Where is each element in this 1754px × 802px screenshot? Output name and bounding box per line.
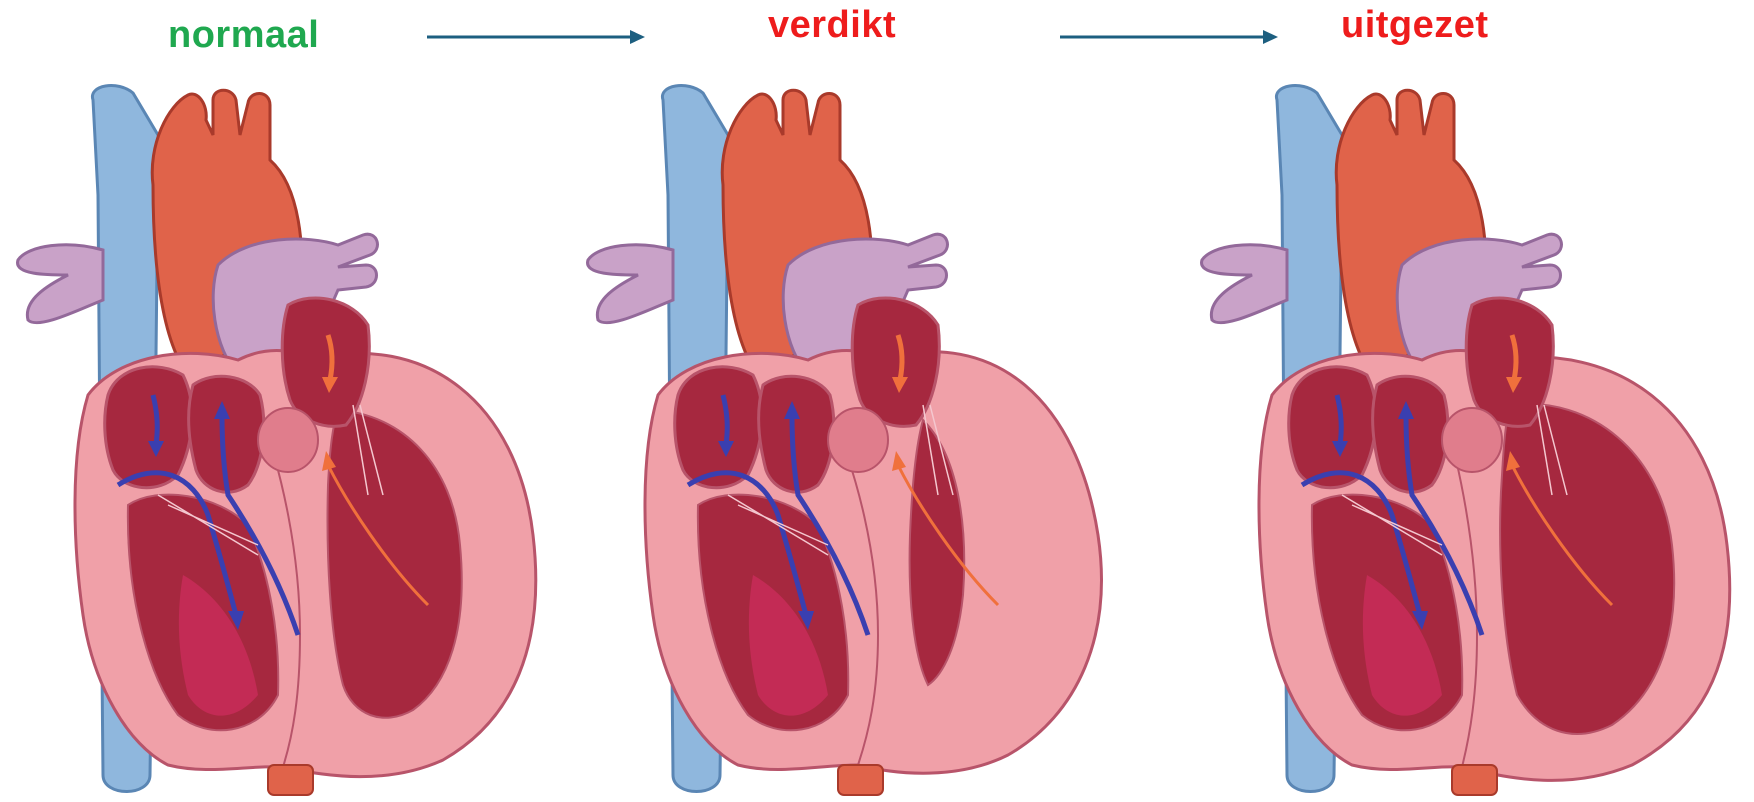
progression-arrow-1	[427, 27, 647, 47]
heart-normal-illustration	[8, 75, 568, 800]
progression-arrow-2	[1060, 27, 1280, 47]
heart-dilated-illustration	[1192, 75, 1752, 800]
stage-label-dilated: uitgezet	[1341, 4, 1489, 47]
heart-thickened-illustration	[578, 75, 1138, 800]
stage-label-thickened: verdikt	[768, 4, 896, 47]
stage-label-normal: normaal	[168, 14, 319, 57]
